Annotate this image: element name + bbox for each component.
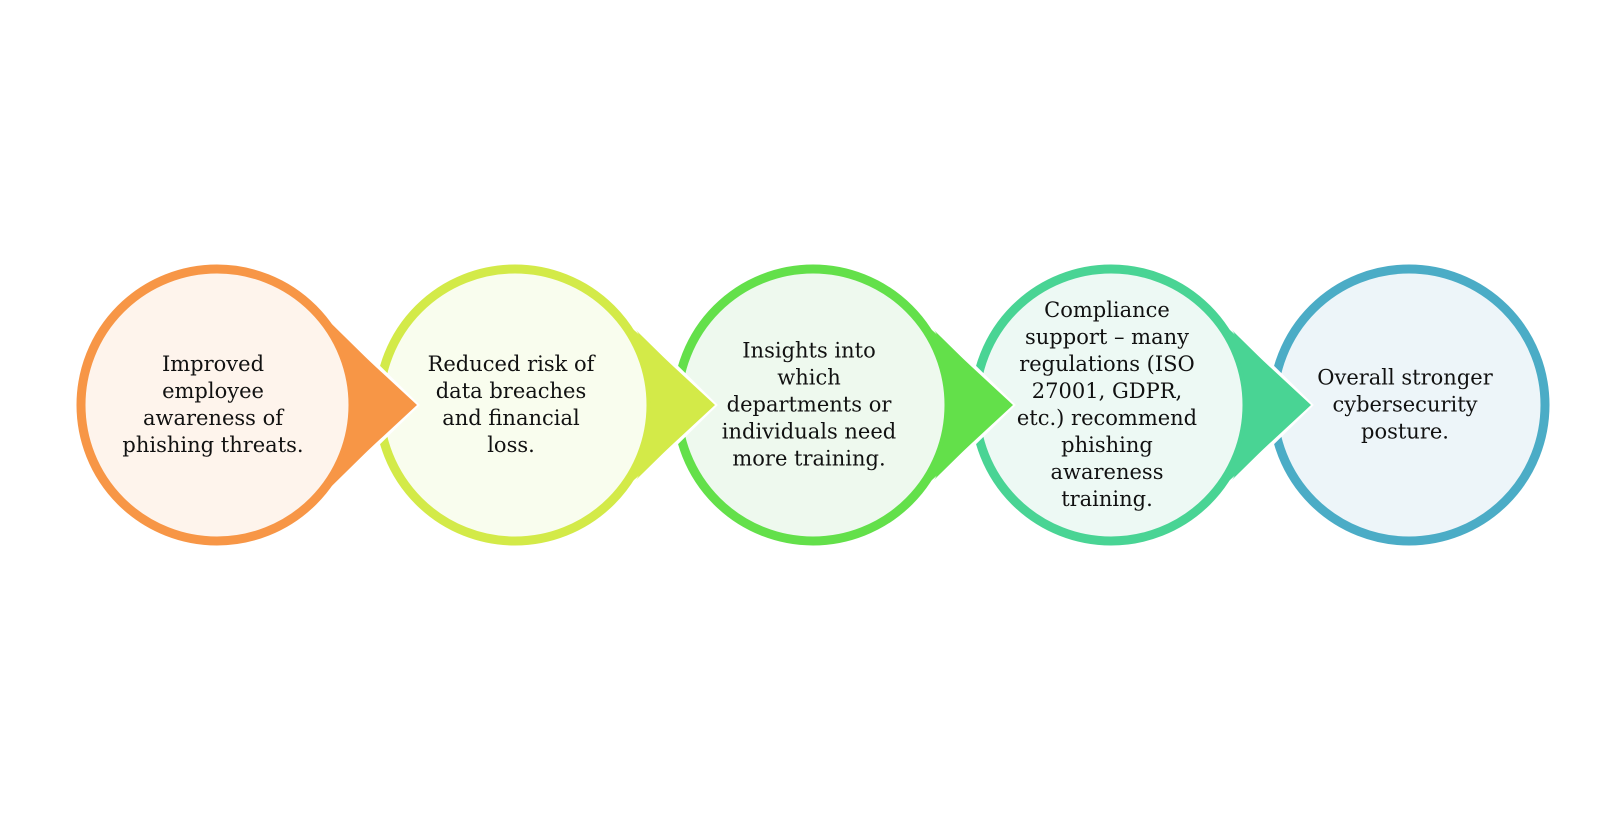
- step-arrow-head: [313, 308, 417, 502]
- step-shape: [372, 261, 718, 549]
- step-arrow-head: [909, 308, 1013, 502]
- step-label: Compliance support – many regulations (I…: [1016, 298, 1198, 511]
- step-label: Insights into which departments or indiv…: [721, 338, 897, 471]
- step-shape: [670, 261, 1016, 549]
- step-arrow-head: [1207, 308, 1311, 502]
- step-label: Reduced risk of data breaches and financ…: [427, 352, 595, 457]
- step-shape: [1266, 262, 1552, 548]
- step-label: Overall stronger cybersecurity posture.: [1317, 365, 1493, 444]
- step-arrow-head: [611, 308, 715, 502]
- step-label: Improved employee awareness of phishing …: [122, 352, 304, 457]
- step-shape: [76, 261, 420, 549]
